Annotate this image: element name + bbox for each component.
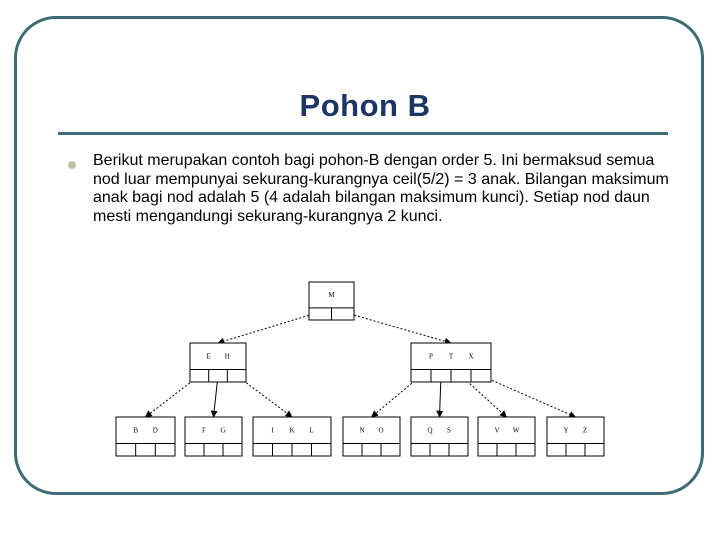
root-node: M — [308, 281, 355, 321]
internal-node-key: X — [468, 353, 473, 361]
title-rule — [58, 132, 668, 135]
tree-edge — [236, 375, 293, 418]
leaf-node-key: D — [153, 427, 158, 435]
leaf-node-key: K — [289, 427, 294, 435]
leaf-node-key: O — [378, 427, 383, 435]
leaf-node-key: B — [133, 427, 138, 435]
leaf-node-box — [546, 416, 605, 457]
tree-edge — [144, 375, 200, 418]
leaf-node-key: N — [359, 427, 364, 435]
tree-edge — [370, 375, 422, 418]
leaf-node-key: I — [271, 427, 274, 435]
tree-edge — [480, 375, 577, 418]
leaf-node-box — [184, 416, 243, 457]
leaf-node-key: L — [309, 427, 313, 435]
tree-edges — [144, 311, 577, 418]
leaf-node-key: Z — [583, 427, 587, 435]
leaf-node-box — [410, 416, 469, 457]
leaf-node-key: Y — [563, 427, 568, 435]
leaf-node-box — [342, 416, 401, 457]
slide-frame — [14, 16, 704, 495]
internal-node-key: P — [429, 353, 433, 361]
leaf-node-box — [477, 416, 536, 457]
leaf-node-key: Q — [427, 427, 432, 435]
leaf-node-key: F — [202, 427, 206, 435]
leaf-node-box — [115, 416, 176, 457]
internal-node-key: H — [225, 353, 230, 361]
internal-node-key: E — [207, 353, 211, 361]
internal-node-box — [189, 342, 247, 383]
leaf-node-key: W — [513, 427, 520, 435]
slide-title: Pohon B — [299, 88, 431, 123]
tree-edge — [342, 311, 452, 345]
bullet-icon — [68, 161, 76, 169]
bullet-text: Berikut merupakan contoh bagi pohon-B de… — [93, 152, 669, 225]
root-node-key: M — [328, 291, 335, 299]
leaf-node-key: G — [220, 427, 225, 435]
tree-edge — [217, 311, 321, 345]
leaf-node-key: S — [447, 427, 451, 435]
leaf-node-key: V — [494, 427, 499, 435]
internal-node-key: T — [449, 353, 454, 361]
